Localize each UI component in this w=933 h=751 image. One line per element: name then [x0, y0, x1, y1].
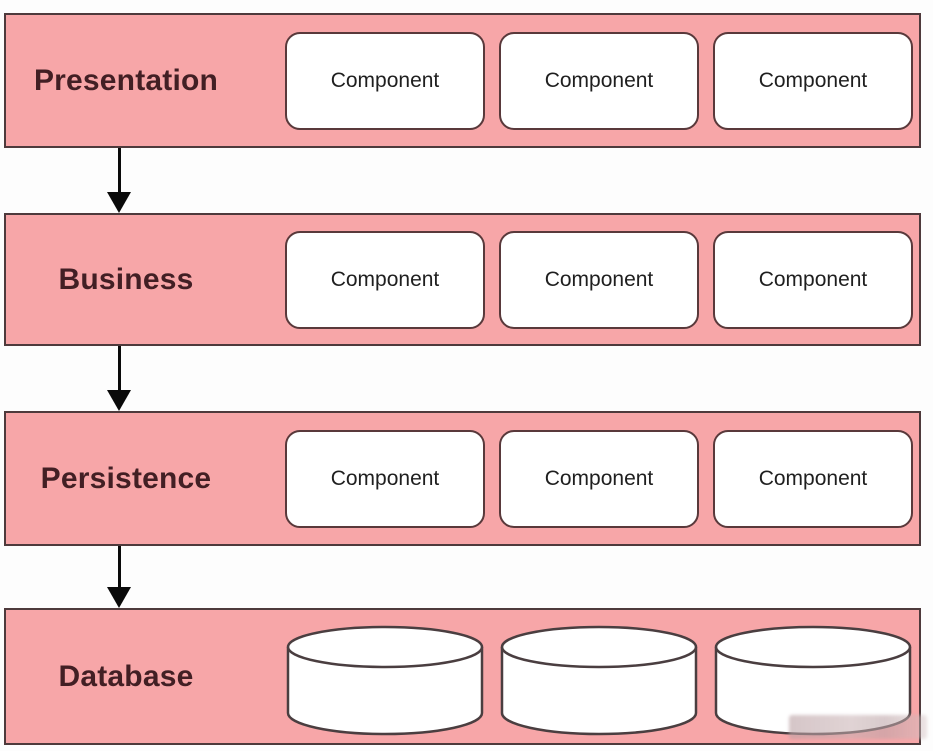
component-label: Component [544, 267, 654, 291]
arrow-stem [118, 546, 121, 590]
watermark-smudge [789, 715, 927, 739]
layer-band-business: Business Component Component Component [4, 213, 921, 346]
arrow-stem [118, 346, 121, 393]
component-box: Component [713, 230, 913, 329]
arrow-head [107, 390, 131, 411]
component-box: Component [499, 230, 699, 329]
database-cylinder-icon [714, 625, 912, 736]
layer-label-persistence: Persistence [40, 461, 212, 495]
arrow-down-icon [106, 346, 133, 411]
component-box: Component [713, 31, 913, 130]
component-label: Component [758, 267, 868, 291]
component-box: Component [499, 31, 699, 130]
database-cylinder-icon [500, 625, 698, 736]
layer-band-presentation: Presentation Component Component Compone… [4, 13, 921, 148]
arrow-head [107, 587, 131, 608]
component-box: Component [713, 429, 913, 528]
component-box: Component [285, 429, 485, 528]
component-label: Component [330, 68, 440, 92]
arrow-head [107, 192, 131, 213]
component-label: Component [758, 466, 868, 490]
layer-label-business: Business [58, 262, 194, 296]
arrow-down-icon [106, 148, 133, 213]
component-label: Component [544, 68, 654, 92]
database-cylinder-icon [286, 625, 484, 736]
component-box: Component [285, 230, 485, 329]
component-label: Component [544, 466, 654, 490]
component-label: Component [330, 267, 440, 291]
component-label: Component [330, 466, 440, 490]
layer-band-persistence: Persistence Component Component Componen… [4, 411, 921, 546]
layer-label-database: Database [58, 659, 194, 693]
component-box: Component [285, 31, 485, 130]
component-label: Component [758, 68, 868, 92]
component-box: Component [499, 429, 699, 528]
layer-band-database: Database [4, 608, 921, 745]
layer-label-presentation: Presentation [33, 63, 219, 97]
arrow-stem [118, 148, 121, 195]
arrow-down-icon [106, 546, 133, 608]
